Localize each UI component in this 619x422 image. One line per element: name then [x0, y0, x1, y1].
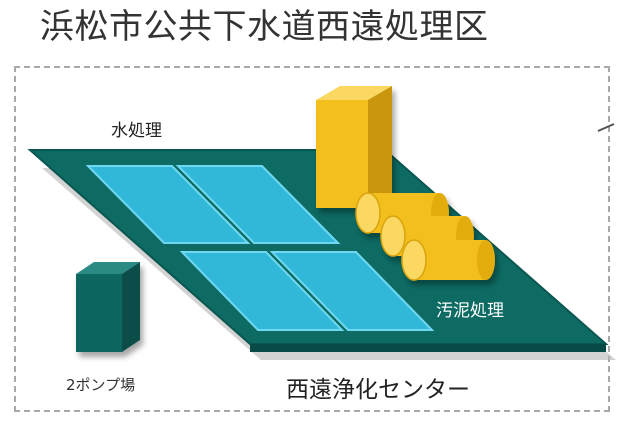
pump-station-block: [76, 262, 140, 352]
pipe-line: [597, 123, 615, 132]
treatment-area-frame: [14, 66, 610, 412]
water-treatment-label: 水処理: [111, 121, 162, 141]
tank-2: [175, 165, 341, 244]
platform-edge: [250, 344, 606, 352]
building-front: [316, 100, 368, 208]
water-treatment-tanks: [85, 165, 435, 331]
pump-station-label: 2ポンプ場: [66, 376, 136, 394]
sludge-treatment-label: 汚泥処理: [436, 301, 504, 321]
pump-top: [76, 262, 140, 274]
treatment-center-label: 西遠浄化センター: [286, 377, 470, 403]
building-top: [316, 86, 392, 100]
page-title: 浜松市公共下水道西遠処理区: [40, 7, 489, 47]
pump-side: [122, 262, 140, 352]
digester-tanks: [355, 192, 495, 281]
pump-front: [76, 274, 122, 352]
tank-4: [269, 251, 435, 331]
tank-1: [85, 165, 251, 244]
digester-3: [401, 239, 495, 281]
tank-3: [179, 251, 345, 331]
building-side: [368, 86, 392, 208]
sludge-building: [316, 86, 392, 208]
